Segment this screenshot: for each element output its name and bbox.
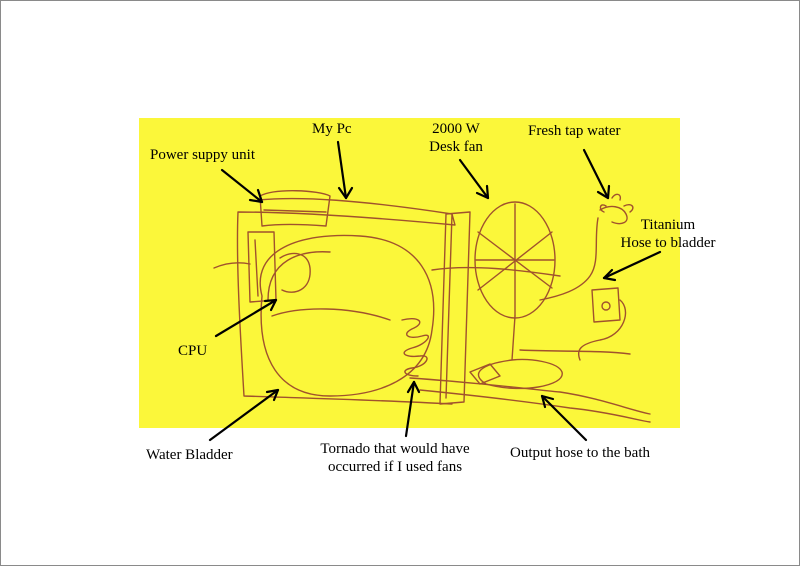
label-cpu: CPU xyxy=(178,343,208,359)
tornado-coil xyxy=(401,318,430,377)
label-my-pc: My Pc xyxy=(312,121,352,137)
label-tornado-line2: occurred if I used fans xyxy=(327,459,463,475)
cpu-block xyxy=(247,231,277,303)
water-bladder xyxy=(259,234,435,397)
pc-case-right xyxy=(445,213,453,399)
arrow-tap xyxy=(582,148,610,200)
arrow-desk-fan xyxy=(458,158,490,200)
arrow-cpu xyxy=(214,298,278,338)
arrow-output-hose xyxy=(540,394,588,442)
label-tornado: Tornado that would have occurred if I us… xyxy=(300,440,490,476)
label-output-hose: Output hose to the bath xyxy=(510,445,650,461)
fan-board xyxy=(439,211,471,405)
label-desk-fan: 2000 W Desk fan xyxy=(424,120,488,156)
tap xyxy=(599,205,628,225)
socket xyxy=(591,287,621,323)
label-water-bladder: Water Bladder xyxy=(146,447,233,463)
power-supply-box xyxy=(259,190,331,227)
label-fresh-tap-water: Fresh tap water xyxy=(528,123,621,139)
label-desk-fan-line2: Desk fan xyxy=(429,139,483,155)
arrow-titanium xyxy=(602,250,662,280)
arrow-power-supply xyxy=(220,168,264,204)
label-power-supply: Power suppy unit xyxy=(150,147,255,163)
label-titanium: Titanium Hose to bladder xyxy=(612,216,724,252)
arrow-my-pc xyxy=(336,140,348,200)
sticky-note xyxy=(139,118,680,428)
arrow-tornado xyxy=(404,380,416,438)
label-titanium-line2: Hose to bladder xyxy=(620,235,716,251)
label-titanium-line1: Titanium xyxy=(640,217,696,233)
arrow-bladder xyxy=(208,388,280,442)
label-tornado-line1: Tornado that would have xyxy=(320,441,470,457)
output-hose xyxy=(409,377,651,415)
pc-case xyxy=(236,197,456,405)
label-desk-fan-line1: 2000 W xyxy=(432,121,480,137)
